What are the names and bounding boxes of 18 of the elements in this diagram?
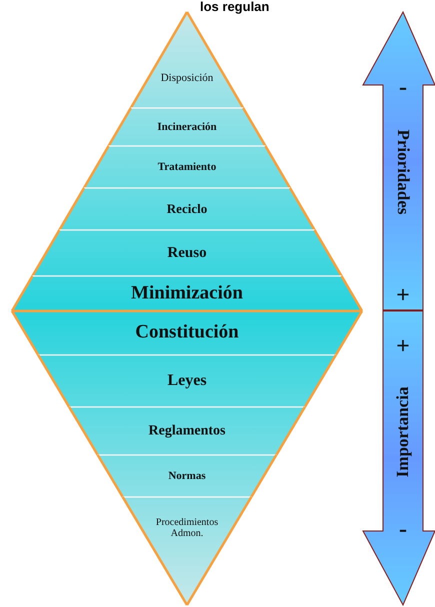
band-label: Normas: [167, 470, 207, 482]
band-label: Reuso: [166, 244, 208, 262]
arrow-label: Prioridades: [393, 130, 413, 214]
band-label: Constitución: [134, 322, 240, 344]
band-label: Reciclo: [166, 202, 208, 216]
sign-label: +: [396, 334, 410, 360]
sign-label: +: [396, 282, 410, 310]
band-label: Procedimientos Admon.: [154, 517, 220, 539]
band-label: Reglamentos: [148, 423, 226, 439]
sign-label: -: [399, 74, 407, 102]
band-label: Tratamiento: [156, 160, 218, 174]
sign-label: -: [399, 516, 407, 544]
arrow-label: Importancia: [393, 386, 413, 478]
band-label: Incineración: [156, 120, 218, 134]
heading: los regulan: [200, 0, 270, 13]
band-label: Leyes: [166, 372, 208, 390]
band-label: Minimización: [130, 283, 244, 304]
band-label: Disposición: [160, 72, 214, 84]
